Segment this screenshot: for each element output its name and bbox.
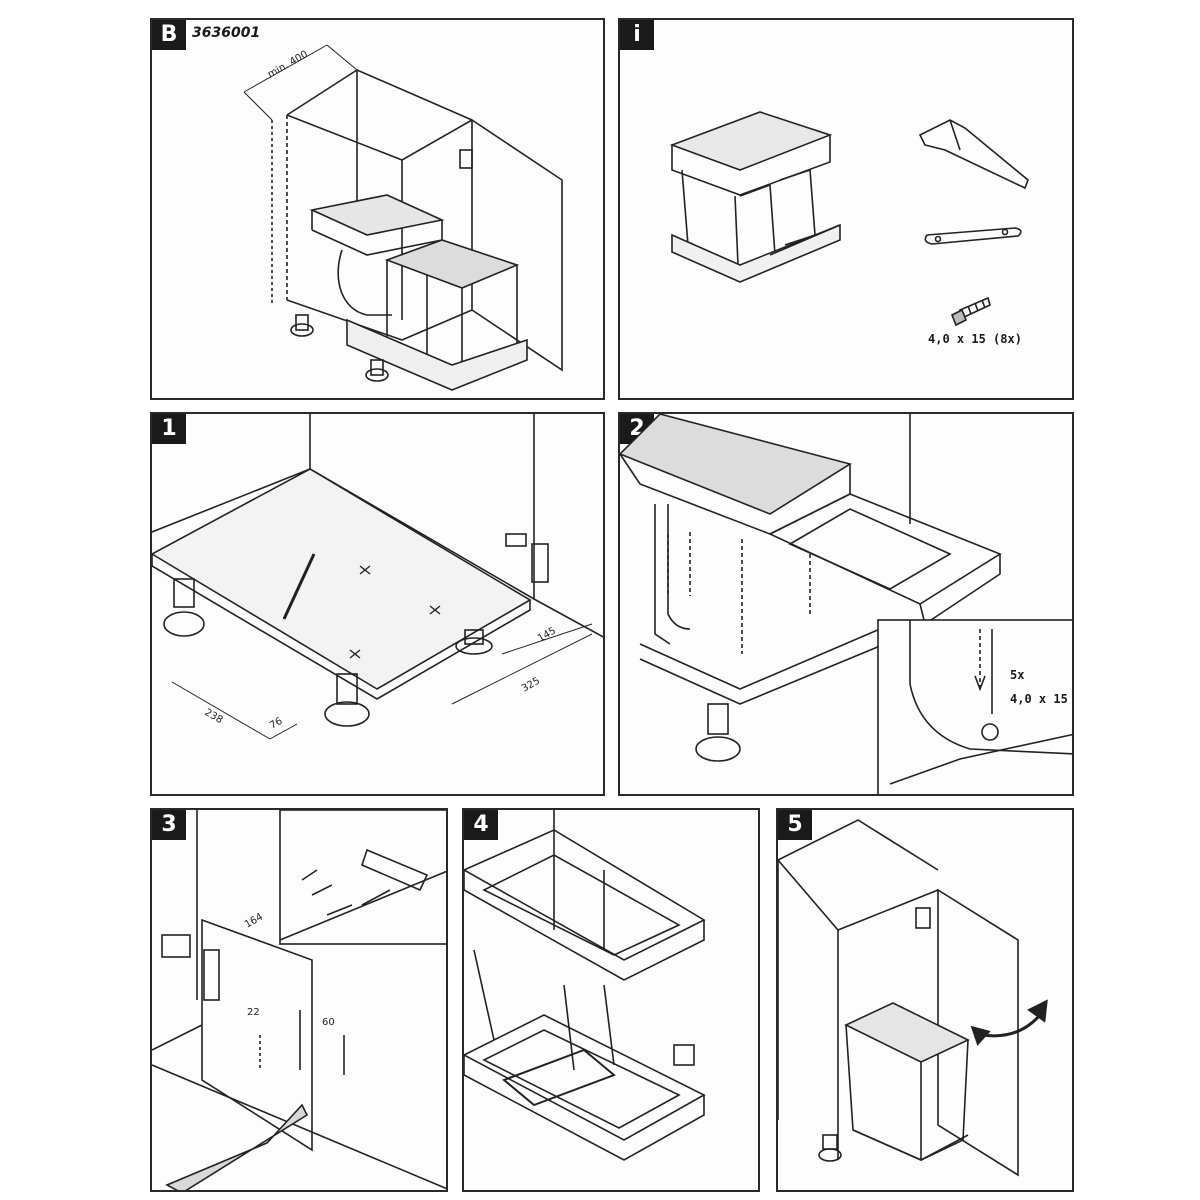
panel-step-5: 5 (776, 808, 1074, 1192)
panel-i-badge: i (620, 20, 654, 50)
frame-connect-illustration (464, 810, 706, 1161)
inset-screw-label: 4,0 x 15 (1010, 692, 1068, 706)
panel-b-overview: B 3636001 (150, 18, 605, 400)
panel-step-4: 4 (462, 808, 760, 1192)
step-4-badge: 4 (464, 810, 498, 840)
dim-76: 76 (268, 716, 285, 732)
parts-list-illustration (669, 111, 1029, 327)
finished-install-illustration (778, 819, 1048, 1177)
inset-count-label: 5x (1010, 668, 1025, 682)
screw-spec-label: 4,0 x 15 (8x) (928, 332, 1022, 346)
panel-i-contents: i 4,0 x 15 (618, 18, 1074, 400)
mark-crosses (349, 565, 441, 659)
article-code: 3636001 (192, 25, 261, 41)
bracket-mounting-illustration: 164 22 60 (152, 810, 446, 1190)
dim-325: 325 (520, 676, 542, 695)
dim-22: 22 (247, 1007, 260, 1018)
panel-step-1: 1 (150, 412, 605, 796)
panel-step-2: 2 (618, 412, 1074, 796)
dim-145: 145 (536, 626, 558, 645)
rotate-door-arrow-icon (970, 999, 1048, 1046)
flat-connector (924, 227, 1022, 245)
min-depth-dimension: min. 400 (266, 49, 310, 81)
panel-step-3: 3 164 22 60 (150, 808, 448, 1192)
frame-mounting-illustration (620, 414, 1072, 794)
step-3-badge: 3 (152, 810, 186, 840)
screw-icon (950, 296, 991, 327)
large-bracket (918, 119, 1029, 190)
dim-238: 238 (203, 707, 225, 726)
dim-164: 164 (243, 912, 265, 931)
cabinet-with-bins-illustration: min. 400 (243, 44, 563, 391)
detail-inset (877, 619, 1072, 794)
base-plate-marking-illustration: 238 76 145 325 (152, 414, 603, 740)
panel-b-badge: B (152, 20, 186, 50)
dim-60: 60 (322, 1017, 335, 1028)
step-5-badge: 5 (778, 810, 812, 840)
step-1-badge: 1 (152, 414, 186, 444)
